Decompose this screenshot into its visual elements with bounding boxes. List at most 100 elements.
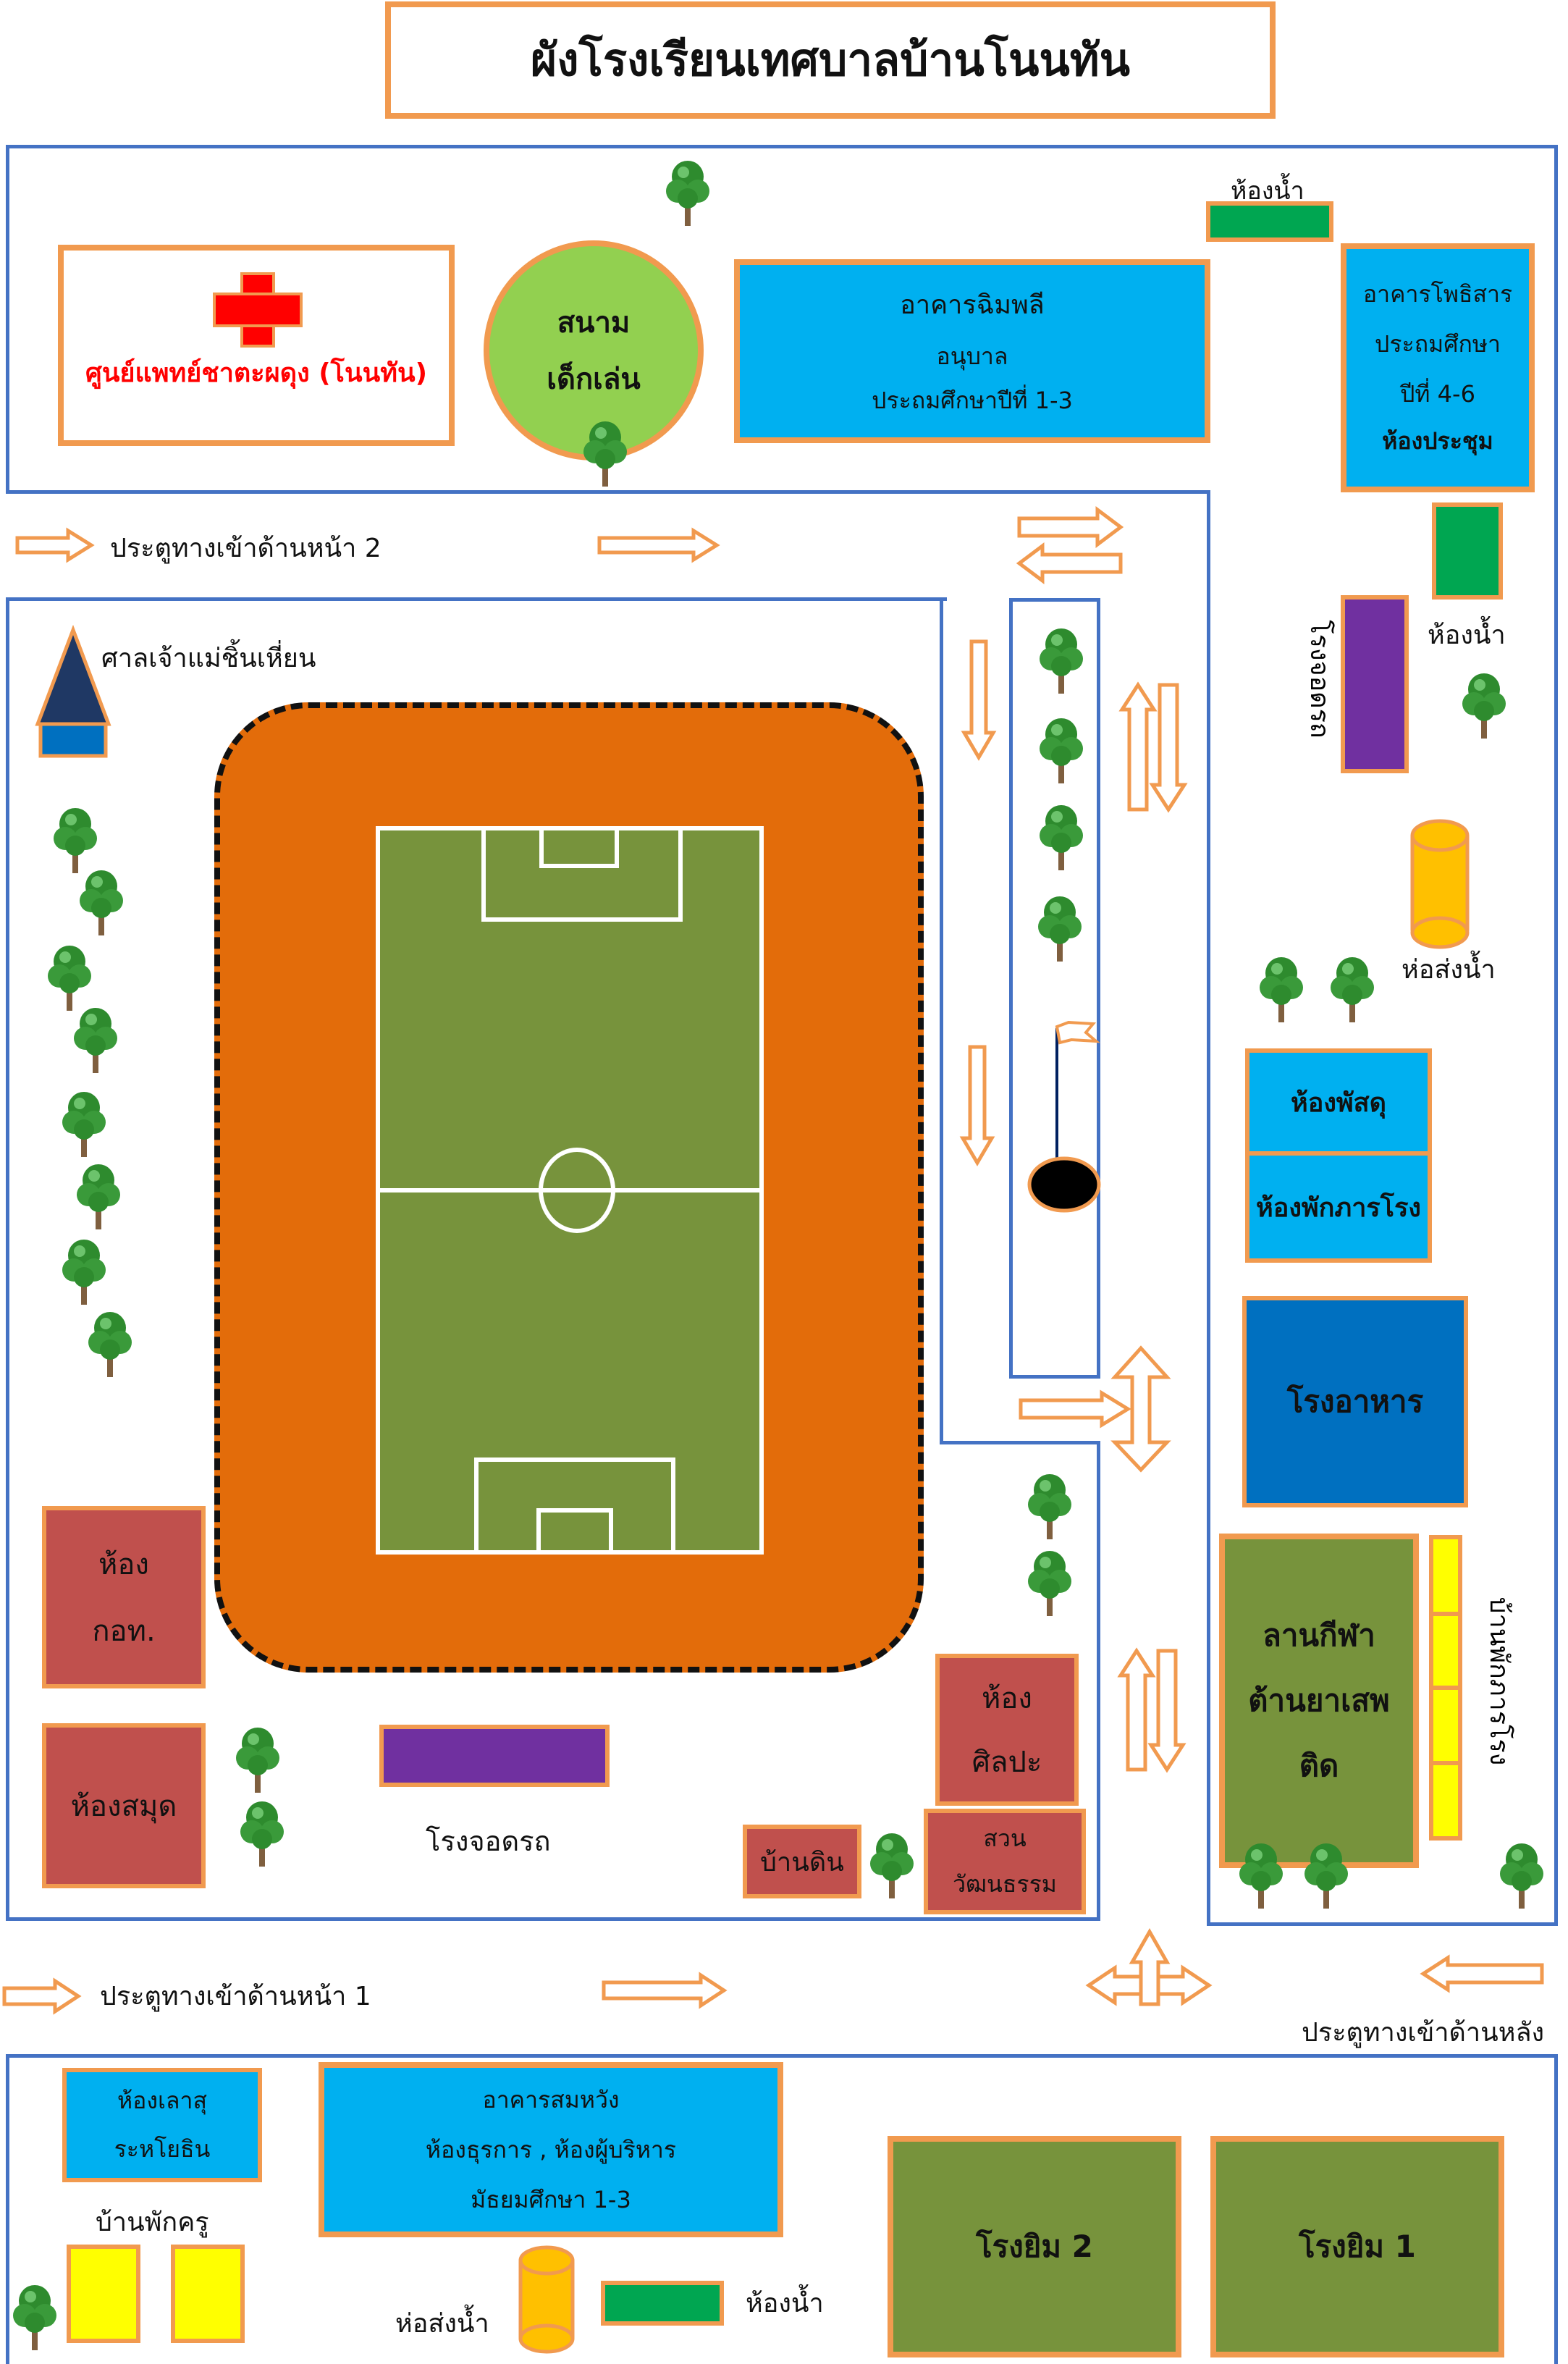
red-cross-icon [213,272,303,348]
tree-icon [1239,1843,1283,1909]
tree-icon [62,1092,106,1157]
two-way-vertical-arrow-icon [1117,1647,1186,1773]
canteen: โรงอาหาร [1242,1296,1468,1507]
ladies-room: ห้องเลาสุ ระหโยธิน [62,2068,262,2182]
teacher-house-2 [171,2245,245,2343]
library: ห้องสมุด [42,1723,206,1888]
tree-icon [1040,805,1083,870]
tree-icon [870,1833,914,1898]
water-tower-icon [518,2245,575,2354]
janitor-house-label: บ้านพักภารโรง [1484,1597,1514,1766]
water-tower-icon [1410,819,1470,949]
room-kot-line2: กอท. [92,1615,156,1648]
three-way-arrow-icon [1085,1927,1213,2006]
map-title-box: ผังโรงเรียนเทศบาลบ้านโนนทัน [385,1,1276,119]
somwang-line3: มัธยมศึกษา 1-3 [471,2185,631,2213]
chimpli-line1: อาคารฉิมพลี [900,290,1045,320]
two-way-vertical-arrow-icon [1118,681,1188,813]
ladies-room-line2: ระหโยธิน [114,2135,211,2163]
gym-1: โรงยิม 1 [1210,2136,1504,2357]
football-field [376,826,764,1555]
garage-horizontal-label: โรงจอดรถ [426,1825,551,1857]
arrow-down-icon [959,1045,995,1166]
arrow-right-icon [2,1977,82,2015]
art-room-line1: ห้อง [982,1682,1032,1715]
art-room: ห้อง ศิลปะ [935,1654,1079,1806]
somwang-line2: ห้องธุรการ , ห้องผู้บริหาร [425,2135,677,2163]
medical-center-label: ศูนย์แพทย์ชาตะผดุง (โนนทัน) [85,358,428,388]
anti-drug-line3: ติด [1299,1748,1339,1783]
restroom-right [1432,502,1503,600]
room-kot: ห้อง กอท. [42,1506,206,1688]
tree-icon [13,2285,56,2350]
flag-icon [1027,1020,1101,1213]
mud-house: บ้านดิน [743,1825,861,1898]
arrow-right-icon [1019,1389,1131,1429]
garage-vertical [1341,595,1409,773]
culture-garden-line1: สวน [983,1825,1027,1852]
arrow-right-icon [602,1972,728,2009]
arrow-left-icon [1420,1954,1544,1993]
double-vertical-arrow-icon [1110,1345,1171,1473]
tree-icon [1028,1474,1071,1539]
shrine-icon [35,624,111,758]
somwang-line1: อาคารสมหวัง [482,2085,620,2113]
library-label: ห้องสมุด [70,1790,177,1823]
ladies-room-line1: ห้องเลาสุ [117,2087,207,2114]
restroom-bottom-label: ห้องน้ำ [746,2289,824,2318]
tree-icon [74,1008,117,1073]
anti-drug-line1: ลานกีฬา [1263,1618,1375,1653]
tree-icon [1260,957,1303,1022]
shrine-label: ศาลเจ้าแม่ชิ้นเหี่ยน [101,644,316,673]
water-tower-right-label: ห่อส่งน้ำ [1401,955,1496,985]
tree-icon [1028,1551,1071,1616]
tree-icon [1331,957,1374,1022]
tree-icon [88,1312,132,1377]
medical-center: ศูนย์แพทย์ชาตะผดุง (โนนทัน) [58,245,455,446]
building-somwang: อาคารสมหวัง ห้องธุรการ , ห้องผู้บริหาร ม… [319,2062,783,2237]
tree-icon [62,1240,106,1305]
tree-icon [1500,1843,1543,1909]
canteen-label: โรงอาหาร [1286,1384,1424,1419]
culture-garden-line2: วัฒนธรรม [953,1870,1057,1898]
tree-icon [1038,896,1082,962]
building-phothisan: อาคารโพธิสาร ประถมศึกษา ปีที่ 4-6 ห้องปร… [1341,243,1535,492]
water-tower-bottom-label: ห่อส่งน้ำ [395,2309,489,2339]
garage-horizontal [379,1725,610,1787]
tree-icon [1040,628,1083,694]
tree-icon [1040,718,1083,783]
garage-vertical-label: โรงจอดรถ [1304,620,1334,739]
gate-front-2-label: ประตูทางเข้าด้านหน้า 2 [110,534,382,563]
room-kot-line1: ห้อง [98,1548,149,1581]
phothisan-line4: ห้องประชุม [1382,427,1493,455]
supply-room-label: ห้องพัสดุ [1290,1088,1386,1118]
tree-icon [1304,1843,1348,1909]
culture-garden: สวน วัฒนธรรม [924,1809,1086,1914]
gate-back-label: ประตูทางเข้าด้านหลัง [1302,2018,1545,2048]
gym-2-label: โรงยิม 2 [976,2229,1093,2264]
tree-icon [666,161,709,226]
restroom-top [1206,201,1333,242]
tree-icon [48,946,91,1011]
tree-icon [1462,673,1506,739]
arrow-right-icon [597,527,720,563]
mud-house-label: บ้านดิน [760,1847,844,1877]
tree-icon [240,1801,284,1867]
janitor-room-label: ห้องพักภารโรง [1256,1192,1421,1223]
restroom-top-label: ห้องน้ำ [1231,177,1304,206]
janitor-room: ห้องพักภารโรง [1245,1151,1432,1263]
restroom-bottom [601,2281,724,2326]
tree-icon [236,1728,279,1793]
supply-room: ห้องพัสดุ [1245,1048,1432,1156]
teacher-house-label: บ้านพักครู [96,2208,209,2237]
playground-line2: เด็กเล่น [547,363,641,396]
arrow-right-icon [15,527,95,563]
arrow-down-icon [961,639,997,761]
tree-icon [80,870,123,935]
tree-icon [54,808,97,873]
teacher-house-1 [67,2245,140,2343]
map-title: ผังโรงเรียนเทศบาลบ้านโนนทัน [530,33,1131,86]
gate-front-1-label: ประตูทางเข้าด้านหน้า 1 [100,1982,371,2011]
phothisan-line2: ประถมศึกษา [1375,330,1501,358]
building-chimpli: อาคารฉิมพลี อนุบาล ประถมศึกษาปีที่ 1-3 [734,259,1210,443]
